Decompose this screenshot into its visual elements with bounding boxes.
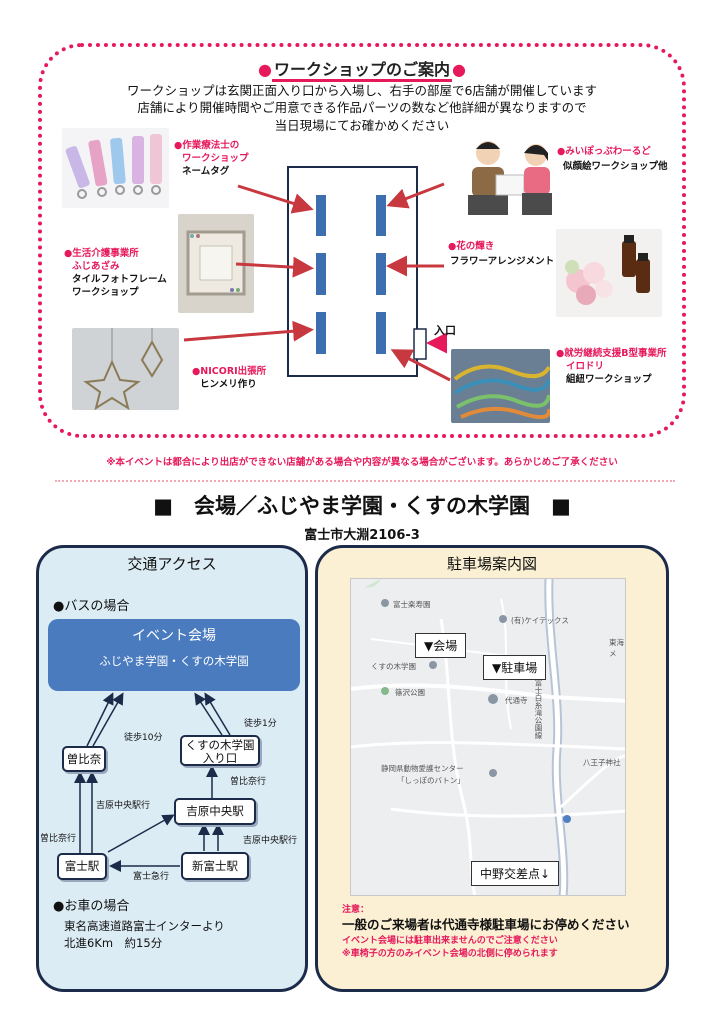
label-fuji-express: 富士急行 (133, 872, 170, 882)
dotted-separator (55, 480, 675, 482)
name-tag-illustration (62, 128, 169, 208)
event-notice: ※本イベントは都合により出店ができない店舗がある場合や内容が異なる場合がございま… (106, 457, 618, 468)
map-place-hachioji-shrine: 八王子神社 (583, 758, 621, 767)
node-shinfuji-station: 新富士駅 (181, 852, 249, 880)
photo-portrait-drawing (458, 131, 555, 221)
car-route-2: 北進6Km 約15分 (64, 936, 163, 950)
map-place-shinozawa-park: 篠沢公園 (395, 688, 425, 697)
parking-title: 駐車場案内図 (446, 555, 537, 573)
himmeli-illustration (72, 328, 179, 410)
parking-note-red-1: イベント会場には駐車出来ませんのでご注意ください (342, 936, 558, 946)
map-venue-marker: ▼会場 (415, 633, 467, 658)
label-walk10: 徒歩10分 (124, 733, 163, 743)
map-place-shippo-baton: 「しっぽのバトン」 (397, 776, 465, 785)
car-route-1: 東名高速道路富士インターより (64, 919, 225, 933)
booth (376, 253, 386, 295)
booth (376, 312, 386, 354)
venue-title: ■ 会場／ふじやま学園・くすの木学園 ■ (153, 494, 571, 518)
shop-nicori: ●NICORI出張所 ヒンメリ作り (192, 366, 267, 390)
flower-illustration (556, 229, 662, 317)
portrait-illustration (458, 131, 555, 221)
map-intersection-marker: 中野交差点↓ (471, 861, 560, 886)
car-heading: ●お車の場合 (53, 899, 130, 914)
label-yoshiwara-bound-2: 吉原中央駅行 (243, 836, 298, 846)
workshop-intro-2: 店舗により開催時間やご用意できる作品パーツの数など他詳細が異なりますので (137, 100, 587, 115)
access-title: 交通アクセス (127, 555, 217, 573)
map-road-label: 富士白糸滝公園線 (534, 679, 543, 739)
photo-braided-cord (451, 349, 550, 423)
node-yoshiwara-chuo: 吉原中央駅 (174, 798, 256, 825)
booth (316, 253, 326, 295)
parking-note-main: 一般のご来場者は代通寺様駐車場にお停めください (342, 917, 630, 932)
shop-hana-no-kagayaki: ●花の輝き フラワーアレンジメント (448, 241, 555, 267)
map-roads (351, 579, 625, 895)
room-diagram (183, 166, 451, 382)
photo-flower-arrangement (556, 229, 662, 317)
label-walk1: 徒歩1分 (244, 719, 277, 729)
map-place-kusunoki: くすの木学園 (371, 662, 416, 671)
workshop-intro-3: 当日現場にてお確かめください (274, 118, 450, 133)
parking-note-heading: 注意： (342, 905, 370, 915)
event-venue-title: イベント会場 (132, 628, 216, 644)
shop-irodori: ●就労継続支援B型事業所 イロドリ 組紐ワークショップ (556, 348, 667, 385)
node-fuji-station: 富士駅 (57, 853, 107, 880)
entrance-label: 入口 (434, 324, 456, 337)
braid-illustration (451, 349, 550, 423)
event-venue-sub: ふじやま学園・くすの木学園 (99, 654, 249, 668)
shop-miipop-world: ●みいぽっぷわーるど 似顔絵ワークショップ他 (557, 146, 668, 172)
shop-fujiazami: ●生活介護事業所 ふじあざみ タイルフォトフレーム ワークショップ (64, 248, 167, 298)
workshop-intro-1: ワークショップは玄関正面入り口から入場し、右手の部屋で6店舗が開催しています (126, 83, 598, 98)
workshop-title: ●ワークショップのご案内● (0, 56, 724, 82)
workshop-frame (38, 43, 686, 438)
label-yoshiwara-bound-1: 吉原中央駅行 (96, 801, 151, 811)
event-venue-box: イベント会場 ふじやま学園・くすの木学園 (48, 619, 300, 691)
venue-address: 富士市大淵2106-3 (304, 528, 420, 543)
label-sobina-bound-2: 曽比奈行 (40, 834, 77, 844)
map-place-tokai: 東海メ (609, 638, 624, 658)
map-place-rakujuen: 富士楽寿園 (393, 600, 431, 609)
parking-note-red-2: ※車椅子の方のみイベント会場の北側に停められます (342, 949, 558, 959)
map-place-animal-center: 静岡県動物愛護センター (381, 764, 464, 773)
map-place-keitex: (有)ケイテックス (511, 616, 569, 625)
node-kusunoki-entrance: くすの木学園 入り口 (180, 735, 260, 766)
label-sobina-bound-1: 曽比奈行 (230, 777, 267, 787)
bus-heading: ●バスの場合 (53, 599, 130, 614)
map-place-daitsuji: 代通寺 (505, 696, 528, 705)
shop-occupational-therapist: ●作業療法士の ワークショップ ネームタグ (174, 140, 249, 177)
node-sobina: 曽比奈 (62, 746, 106, 772)
map-parking-marker: ▼駐車場 (483, 655, 547, 680)
red-dot-icon: ● (452, 60, 466, 79)
photo-name-tags (62, 128, 169, 208)
photo-himmeli (72, 328, 179, 410)
booth (316, 312, 326, 354)
booth (376, 195, 386, 236)
parking-map: 富士楽寿園 (有)ケイテックス 東海メ くすの木学園 代通寺 篠沢公園 静岡県動… (350, 578, 626, 896)
red-dot-icon: ● (258, 60, 272, 79)
booth (316, 195, 326, 236)
